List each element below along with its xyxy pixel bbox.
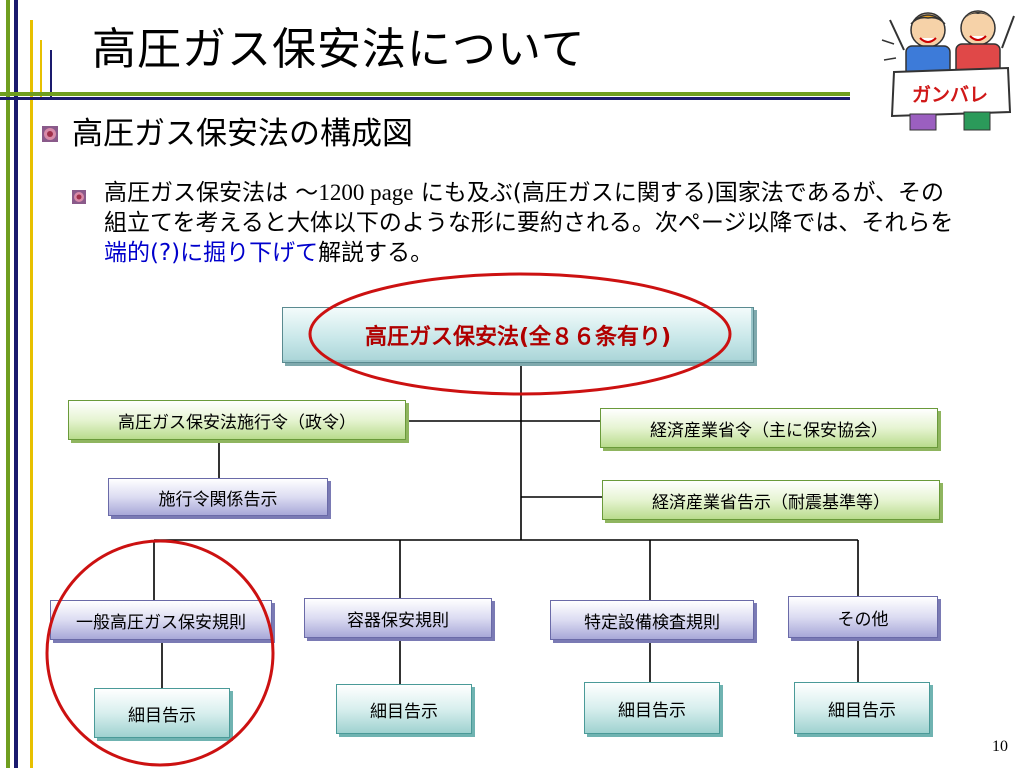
- detail-notice-label: 細目告示: [128, 705, 196, 726]
- para-paren: (高圧ガスに関する): [512, 180, 715, 206]
- cabinet-order-label: 高圧ガス保安法施行令（政令）: [118, 412, 356, 433]
- para-text-4: 解説する。: [318, 240, 434, 266]
- highlight-ellipse-general: [45, 539, 275, 767]
- regulation-box-equipment: 特定設備検査規則: [550, 600, 754, 640]
- regulation-box-other: その他: [788, 596, 938, 638]
- regulation-label: その他: [837, 609, 889, 630]
- detail-notice-box: 細目告示: [794, 682, 930, 734]
- decor-bar-navy-2: [50, 50, 52, 100]
- regulation-label: 一般高圧ガス保安規則: [76, 612, 246, 633]
- root-law-label: 高圧ガス保安法(全８６条有り): [364, 325, 672, 350]
- cabinet-notice-box: 施行令関係告示: [108, 478, 328, 516]
- title-rule-green: [0, 92, 850, 96]
- meti-ordinance-label: 経済産業省令（主に保安協会）: [650, 420, 888, 441]
- decor-bar-yellow-2: [40, 40, 42, 100]
- decor-bar-yellow: [30, 20, 33, 768]
- highlight-ellipse-root: [308, 272, 732, 396]
- regulation-box-general: 一般高圧ガス保安規則: [50, 600, 272, 640]
- para-emphasis: 端的(?)に掘り下げて: [104, 240, 319, 266]
- para-text-3: 国家法であるが、その組立てを考えると大体以下のような形に要約される。次ページ以降…: [104, 180, 954, 236]
- meti-notice-label: 経済産業省告示（耐震基準等）: [652, 492, 890, 513]
- detail-notice-box: 細目告示: [584, 682, 720, 734]
- banner-text: ガンバレ: [912, 84, 988, 106]
- para-number: 1200 page: [318, 180, 414, 205]
- page-number: 10: [992, 738, 1008, 755]
- bullet-flower-icon: [42, 126, 58, 142]
- decor-bar-blue: [14, 0, 18, 768]
- detail-notice-box: 細目告示: [94, 688, 230, 738]
- regulation-box-container: 容器保安規則: [304, 598, 492, 638]
- detail-notice-label: 細目告示: [370, 701, 438, 722]
- title-rule-navy: [0, 97, 850, 100]
- detail-notice-box: 細目告示: [336, 684, 472, 734]
- section-subtitle: 高圧ガス保安法の構成図: [72, 116, 413, 152]
- para-text-1: 高圧ガス保安法は ～: [104, 180, 319, 206]
- regulation-label: 容器保安規則: [347, 610, 449, 631]
- cabinet-order-box: 高圧ガス保安法施行令（政令）: [68, 400, 406, 440]
- cabinet-notice-label: 施行令関係告示: [158, 489, 278, 510]
- page-title: 高圧ガス保安法について: [92, 24, 586, 75]
- regulation-label: 特定設備検査規則: [584, 612, 720, 633]
- para-text-2: にも及ぶ: [413, 180, 513, 206]
- description-paragraph: 高圧ガス保安法は ～1200 page にも及ぶ(高圧ガスに関する)国家法である…: [104, 178, 964, 268]
- detail-notice-label: 細目告示: [828, 700, 896, 721]
- meti-ordinance-box: 経済産業省令（主に保安協会）: [600, 408, 938, 448]
- bullet-flower-icon-small: [72, 190, 86, 204]
- cheering-illustration: ガンバレ: [881, 10, 1015, 131]
- detail-notice-label: 細目告示: [618, 700, 686, 721]
- meti-notice-box: 経済産業省告示（耐震基準等）: [602, 480, 940, 520]
- root-law-box: 高圧ガス保安法(全８６条有り): [282, 307, 754, 363]
- decor-bar-green: [6, 0, 10, 768]
